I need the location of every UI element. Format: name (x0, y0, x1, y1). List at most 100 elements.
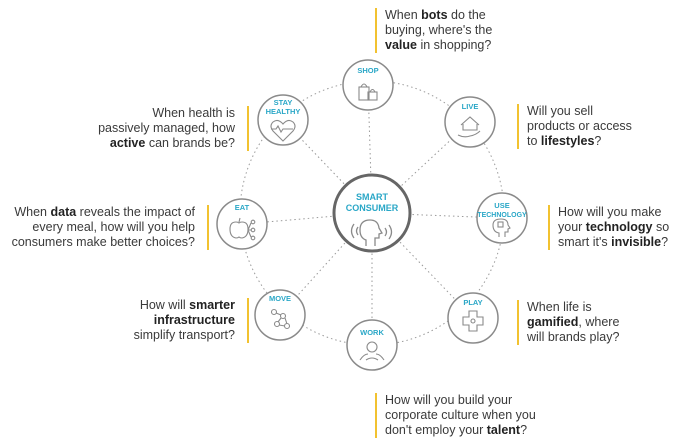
question-text: simplify transport? (133, 328, 235, 342)
question-text: every meal, how will you help (32, 220, 195, 234)
question-keyword: lifestyles (540, 134, 595, 148)
accent-bar (375, 393, 377, 438)
accent-bar (375, 8, 377, 53)
question-text: ? (594, 134, 602, 148)
question-text: ? (661, 235, 669, 249)
question-line: corporate culture when you (385, 408, 565, 423)
question-text: corporate culture when you (385, 408, 536, 422)
voice-head-icon (350, 219, 393, 246)
node-play-label: PLAY (463, 298, 482, 307)
node-live-label: LIVE (462, 102, 479, 111)
node-shop: SHOP (342, 59, 394, 111)
node-play: PLAY (447, 292, 499, 344)
node-work: WORK (346, 319, 398, 371)
apple-data-icon (229, 217, 256, 241)
node-health-label-1: STAY (274, 98, 293, 107)
question-line: products or access (527, 119, 667, 134)
question-keyword: active (109, 136, 146, 150)
question-line: When data reveals the impact of (5, 205, 195, 220)
question-text: products or access (527, 119, 632, 133)
node-move-label: MOVE (269, 294, 291, 303)
house-hand-icon (457, 116, 481, 138)
question-line: buying, where's the (385, 23, 535, 38)
node-shop-label: SHOP (357, 66, 378, 75)
node-eat-label: EAT (235, 203, 250, 212)
heartbeat-icon (270, 119, 296, 142)
question-line: passively managed, how (90, 121, 235, 136)
question-keyword: infrastructure (153, 313, 235, 327)
question-text: so (652, 220, 670, 234)
question-text: buying, where's the (385, 23, 493, 37)
question-keyword: invisible (611, 235, 662, 249)
question-keyword: technology (585, 220, 653, 234)
question-keyword: talent (486, 423, 521, 437)
question-line: every meal, how will you help (5, 220, 195, 235)
node-use-label-2: TECHNOLOGY (477, 212, 527, 219)
accent-bar (517, 104, 519, 149)
question-line: How will smarter (90, 298, 235, 313)
question-line: consumers make better choices? (5, 235, 195, 250)
accent-bar (207, 205, 209, 250)
question-text: consumers make better choices? (11, 235, 195, 249)
question-line: simplify transport? (90, 328, 235, 343)
question-line: When life is (527, 300, 667, 315)
question-text: When (385, 8, 422, 22)
question-text: reveals the impact of (76, 205, 195, 219)
question-line: your technology so (558, 220, 683, 235)
node-stay-healthy: STAY HEALTHY (257, 94, 309, 146)
shopping-bags-icon (358, 83, 378, 101)
question-keyword: smarter (189, 298, 235, 312)
center-label-1: SMART (356, 192, 388, 202)
center-node: SMART CONSUMER (332, 173, 412, 253)
question-line: Will you sell (527, 104, 667, 119)
transport-network-icon (270, 308, 291, 330)
question-line: How will you make (558, 205, 683, 220)
accent-bar (548, 205, 550, 250)
question-text: do the (447, 8, 486, 22)
node-work-label: WORK (360, 328, 384, 337)
node-move: MOVE (254, 289, 306, 341)
question-text: in shopping? (416, 38, 492, 52)
question-line: When bots do the (385, 8, 535, 23)
question-text: How will (139, 298, 190, 312)
question-text: passively managed, how (98, 121, 235, 135)
node-eat: EAT (216, 198, 268, 250)
question-line: value in shopping? (385, 38, 535, 53)
center-label-2: CONSUMER (346, 203, 399, 213)
accent-bar (247, 106, 249, 151)
node-live: LIVE (444, 96, 496, 148)
question-text: smart it's (558, 235, 612, 249)
question-line: active can brands be? (90, 136, 235, 151)
question-line: to lifestyles? (527, 134, 667, 149)
question-keyword: gamified (527, 315, 579, 329)
question-text: How will you build your (385, 393, 513, 407)
question-text: your (558, 220, 586, 234)
question-line: smart it's invisible? (558, 235, 683, 250)
question-text: will brands play? (527, 330, 620, 344)
question-keyword: data (50, 205, 77, 219)
node-use-label-1: USE (494, 201, 509, 210)
question-text: don't employ your (385, 423, 487, 437)
question-text: ? (520, 423, 528, 437)
question-line: infrastructure (90, 313, 235, 328)
question-keyword: bots (421, 8, 448, 22)
question-text: How will you make (558, 205, 662, 219)
accent-bar (247, 298, 249, 343)
node-health-label-2: HEALTHY (266, 107, 301, 116)
people-search-icon (359, 341, 385, 361)
question-text: When health is (152, 106, 235, 120)
accent-bar (517, 300, 519, 345)
question-line: will brands play? (527, 330, 667, 345)
question-text: Will you sell (527, 104, 593, 118)
question-text: can brands be? (145, 136, 235, 150)
question-line: When health is (90, 106, 235, 121)
question-line: gamified, where (527, 315, 667, 330)
